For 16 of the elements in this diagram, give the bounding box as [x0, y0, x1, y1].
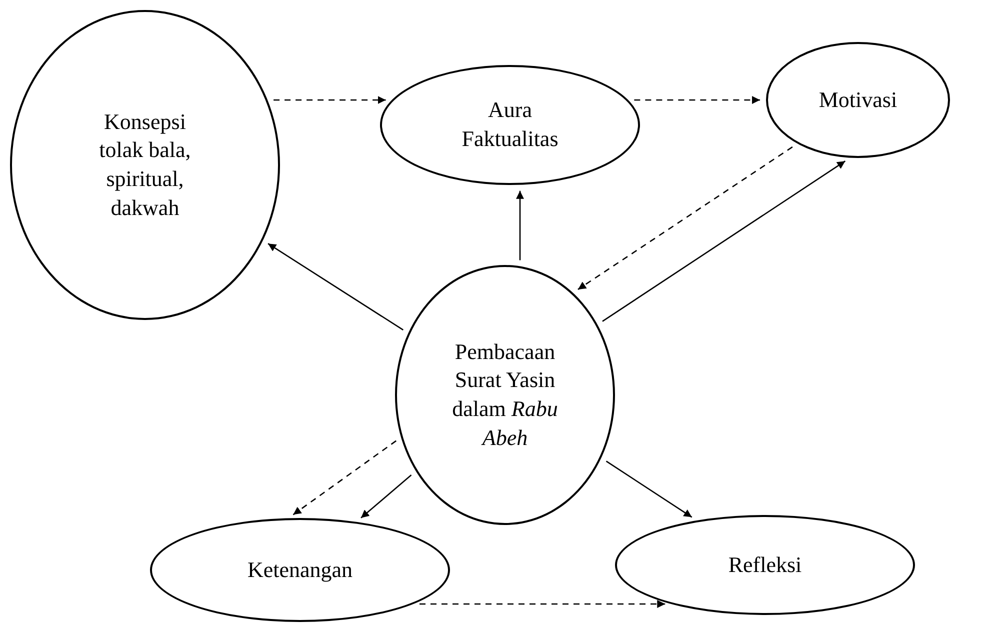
arrow: [274, 96, 386, 104]
node-label: Motivasi: [818, 86, 898, 114]
arrow: [360, 474, 412, 518]
arrow: [268, 243, 404, 330]
arrow: [634, 96, 760, 104]
arrow: [420, 600, 666, 608]
node-label: Pembacaan Surat Yasin dalam Rabu Abeh: [451, 338, 559, 452]
arrow: [516, 190, 524, 260]
node-label: Ketenangan: [246, 556, 354, 584]
node-label: Konsepsi tolak bala, spiritual, dakwah: [98, 108, 192, 222]
arrow: [292, 440, 396, 516]
node-label: Aura Faktualitas: [460, 96, 560, 153]
arrow: [606, 460, 692, 518]
arrow: [602, 160, 846, 322]
arrow: [578, 146, 793, 290]
node-label: Refleksi: [727, 550, 803, 579]
